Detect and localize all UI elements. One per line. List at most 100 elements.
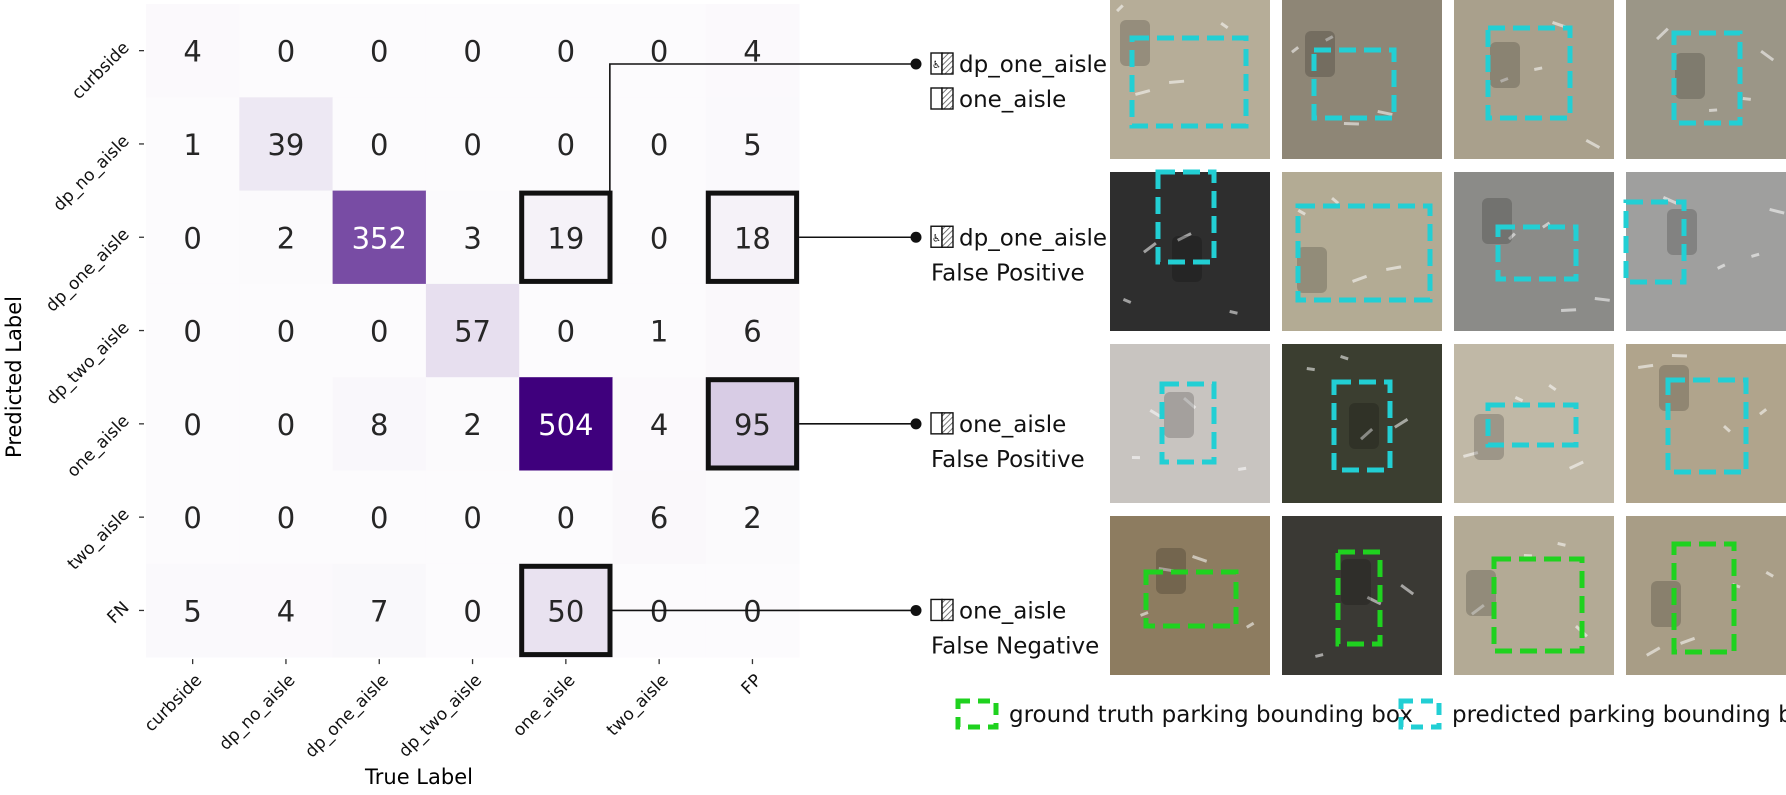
matrix-cell <box>425 190 520 285</box>
y-tick-label: dp_no_aisle <box>49 131 133 215</box>
hatched-aisle-icon <box>930 598 954 622</box>
matrix-cell <box>239 4 334 98</box>
aerial-tile-dark-car <box>1626 344 1786 503</box>
matrix-cell <box>332 470 427 565</box>
matrix-cell <box>519 97 613 192</box>
x-axis-title: True Label <box>364 765 473 789</box>
cell-value: 57 <box>454 315 491 349</box>
cell-value: 0 <box>463 501 481 535</box>
cell-value: 0 <box>183 501 201 535</box>
aerial-tile-hatched-stall <box>1110 0 1270 159</box>
highlight-box <box>705 190 800 284</box>
handicap-parking-icon: ♿ <box>930 52 954 75</box>
matrix-cell <box>612 377 707 471</box>
highlight-box <box>519 563 613 658</box>
cell-value: 0 <box>370 128 388 162</box>
cell-value: 0 <box>650 221 668 255</box>
cell-value: 2 <box>743 501 761 535</box>
matrix-cell <box>519 283 613 378</box>
connector-line <box>609 63 916 193</box>
cell-value: 0 <box>463 35 481 69</box>
cell-value: 0 <box>557 35 575 69</box>
matrix-cell <box>146 97 240 192</box>
cell-value: 0 <box>277 501 295 535</box>
cell-value: 5 <box>743 128 761 162</box>
annotation-label: dp_one_aisle <box>959 225 1107 251</box>
cell-value: 95 <box>734 408 771 442</box>
x-tick-label: one_aisle <box>509 670 579 740</box>
aerial-tile-light-patch <box>1454 172 1614 331</box>
predicted-bbox <box>1495 224 1579 282</box>
ground-truth-bbox <box>1143 569 1239 629</box>
cell-value: 504 <box>538 408 593 442</box>
matrix-cell <box>146 470 240 565</box>
y-tick-label: one_aisle <box>63 411 133 481</box>
matrix-cell <box>519 377 613 471</box>
matrix-cell <box>519 190 613 285</box>
aerial-tile-gray-lot <box>1623 172 1786 331</box>
aerial-tile-empty-stall <box>1454 516 1614 675</box>
predicted-bbox <box>1485 402 1579 448</box>
predicted-bbox <box>1295 203 1433 303</box>
cell-value: 39 <box>267 128 304 162</box>
cell-value: 7 <box>370 594 388 628</box>
annotation-label: False Negative <box>931 633 1099 659</box>
ground-truth-bbox <box>1491 556 1585 654</box>
matrix-cell <box>612 4 707 98</box>
cell-value: 352 <box>352 221 407 255</box>
y-tick-label: curbside <box>68 38 134 104</box>
ground-truth-legend-swatch <box>955 698 999 730</box>
aerial-tile-pavement-lines <box>1282 172 1442 331</box>
matrix-cell <box>239 470 334 565</box>
matrix-cell <box>705 377 800 471</box>
y-axis-title: Predicted Label <box>2 296 26 458</box>
cell-value: 0 <box>650 35 668 69</box>
predicted-bbox <box>1665 377 1749 475</box>
matrix-cell <box>146 377 240 471</box>
matrix-cell <box>705 190 800 285</box>
cell-value: 0 <box>370 35 388 69</box>
matrix-cell <box>519 563 613 658</box>
cell-value: 4 <box>183 35 201 69</box>
cell-value: 1 <box>650 315 668 349</box>
y-tick-label: dp_one_aisle <box>42 225 134 317</box>
highlight-box <box>705 377 800 471</box>
annotation-label: False Positive <box>931 447 1085 473</box>
predicted-bbox <box>1623 199 1687 285</box>
cell-value: 0 <box>557 315 575 349</box>
cell-value: 4 <box>743 35 761 69</box>
annotation-label: dp_one_aisle <box>959 52 1107 78</box>
matrix-cell <box>425 4 520 98</box>
aerial-tile-faded-lot <box>1626 516 1786 675</box>
svg-text:♿: ♿ <box>932 233 941 244</box>
connector-dot <box>910 231 922 243</box>
cell-value: 2 <box>463 408 481 442</box>
annotation-group: ♿dp_one_aisleone_aisle♿dp_one_aisleFalse… <box>609 52 1107 659</box>
annotation-label: one_aisle <box>959 87 1066 113</box>
matrix-cell <box>332 97 427 192</box>
cell-value: 19 <box>547 221 584 255</box>
matrix-cell <box>425 97 520 192</box>
cell-value: 0 <box>557 501 575 535</box>
cell-value: 0 <box>557 128 575 162</box>
x-tick-label: dp_two_aisle <box>395 670 486 761</box>
aerial-tile-car-row <box>1282 516 1442 675</box>
ground-truth-bbox <box>1335 549 1383 647</box>
x-tick-label: dp_one_aisle <box>301 670 393 762</box>
legend-label: predicted parking bounding box <box>1452 702 1786 728</box>
matrix-cell <box>612 470 707 565</box>
cell-value: 4 <box>277 594 295 628</box>
predicted-bbox <box>1159 381 1217 465</box>
aerial-tile-diagonal-hatch <box>1454 0 1614 159</box>
cell-value: 0 <box>183 221 201 255</box>
aerial-tile-tree-shadow <box>1110 516 1270 675</box>
cell-value: 8 <box>370 408 388 442</box>
matrix-cell <box>146 563 240 658</box>
y-tick-label: FN <box>103 598 133 628</box>
matrix-cell <box>239 190 334 285</box>
matrix-cell <box>332 563 427 658</box>
cell-value: 0 <box>743 594 761 628</box>
